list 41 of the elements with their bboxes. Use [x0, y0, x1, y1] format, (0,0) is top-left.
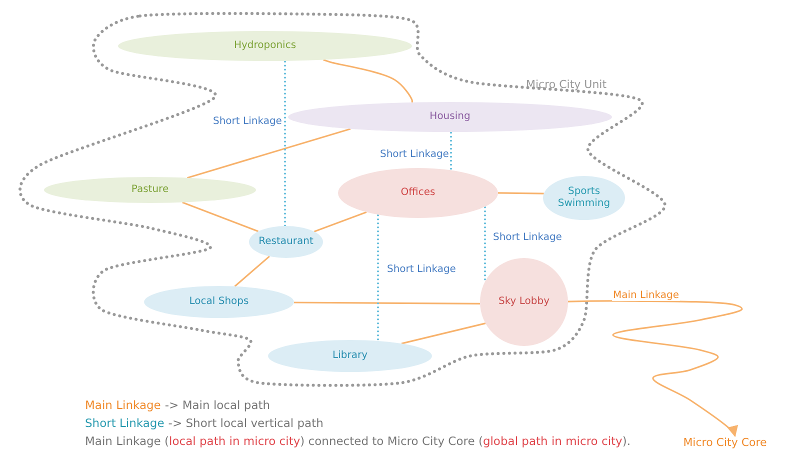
edge-label: Main Linkage — [612, 290, 680, 301]
legend-text: -> Main local path — [164, 398, 270, 412]
connector-line — [182, 202, 259, 232]
edge-label: Short Linkage — [492, 232, 563, 243]
connector-line — [294, 302, 480, 304]
legend-text: ) connected to Micro City Core ( — [300, 434, 483, 448]
legend-text: global path in micro city — [482, 434, 622, 448]
node-label: Micro City Core — [683, 436, 767, 450]
edge-label: Short Linkage — [212, 116, 283, 127]
connector-line — [498, 192, 544, 194]
connector-line — [187, 128, 351, 179]
zone-ellipse — [249, 226, 323, 258]
zone-ellipse — [543, 176, 625, 220]
legend-text: local path in micro city — [169, 434, 300, 448]
connector-line — [323, 59, 413, 103]
connector-line — [401, 322, 486, 344]
connector-line — [234, 256, 270, 287]
zone-ellipse — [288, 102, 612, 132]
node-label: Sky Lobby — [498, 296, 550, 308]
connector-line — [314, 211, 367, 232]
legend-text: -> Short local vertical path — [168, 416, 324, 430]
region-label: Micro City Unit — [526, 78, 607, 91]
legend-text: Main Linkage — [85, 398, 161, 412]
legend-text: ). — [622, 434, 630, 448]
edge-label: Short Linkage — [379, 149, 450, 160]
node-label: Pasture — [131, 184, 169, 196]
connector-line — [450, 132, 452, 170]
legend-text: Main Linkage ( — [85, 434, 170, 448]
node-label: Library — [332, 350, 368, 362]
node-label: Offices — [400, 187, 436, 199]
arrow — [568, 300, 743, 438]
node-label: Hydroponics — [234, 40, 296, 52]
connector-line — [484, 206, 486, 282]
node-label: Restaurant — [258, 236, 314, 248]
legend-text: Short Linkage — [85, 416, 164, 430]
node-label: Sports Swimming — [556, 186, 612, 210]
edge-label: Short Linkage — [386, 264, 457, 275]
connector-line — [377, 214, 379, 341]
node-label: Local Shops — [189, 296, 249, 308]
node-label: Housing — [430, 111, 470, 123]
connector-line — [284, 60, 286, 226]
